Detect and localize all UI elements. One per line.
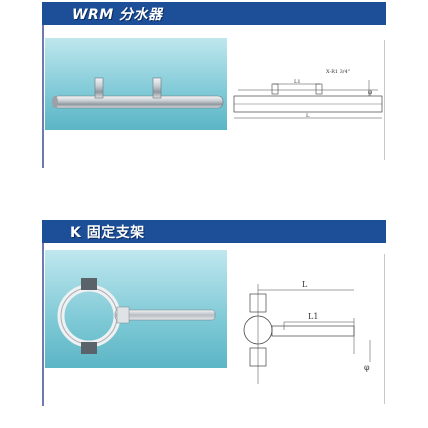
section-header: K 固定支架 [42,220,386,243]
support-photo-illustration [57,278,216,354]
drawing-label-size: X-R1 3/4" [326,69,350,75]
section-wrm: WRM 分水器 X-R1 3/4" L1 L [0,0,428,200]
drawing-label-l: L [302,280,308,289]
k-technical-drawing: L L1 φ [243,280,371,384]
drawing-label-phi: φ [364,363,370,372]
section-accent-line [42,20,44,168]
product-photo-k [45,250,227,368]
drawing-label-l1: L1 [294,79,301,85]
drawing-label-phi: φ [368,89,372,96]
section-header: WRM 分水器 [42,2,386,25]
section-accent-line [42,236,44,406]
drawing-label-l: L [306,113,310,119]
drawing-label-l1: L1 [308,312,318,321]
wrm-technical-drawing: X-R1 3/4" L1 L φ [233,69,383,119]
manifold-photo-illustration [52,77,224,109]
right-divider [384,254,385,404]
right-divider [384,40,385,160]
section-header-title: WRM 分水器 [72,7,163,23]
section-header-title: K 固定支架 [70,225,145,241]
product-photo-wrm [45,38,227,130]
section-k: K 固定支架 L L1 [0,218,428,428]
